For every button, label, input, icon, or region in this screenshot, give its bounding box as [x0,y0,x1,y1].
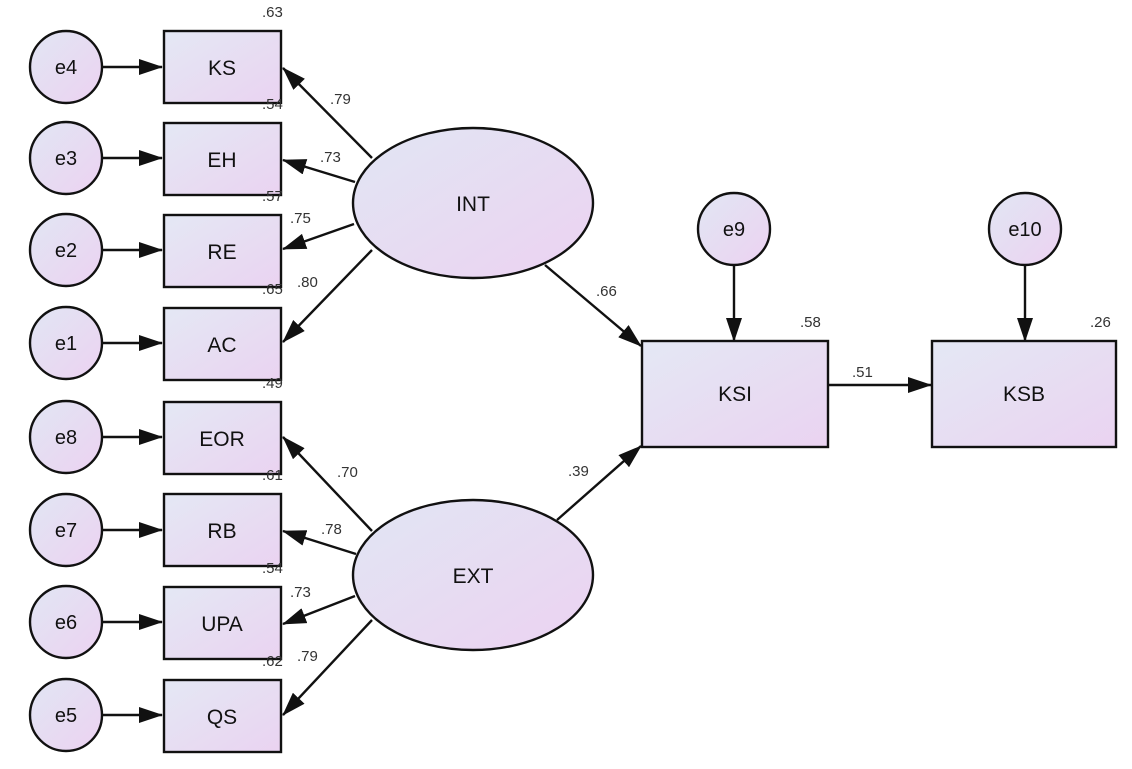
loading-ext-qs: .79 [297,648,318,665]
error-e5: e5 [28,677,104,753]
path-ext-ksi: .39 [568,463,589,480]
indicator-label: RB [207,520,236,543]
error-label: e10 [1008,219,1041,241]
outcome-label: KSI [718,383,752,406]
latent-label: EXT [453,565,494,588]
arrow-ext-upa [282,594,356,626]
loading-int-ks: .79 [330,91,351,108]
error-arrows [102,59,163,723]
error-label: e6 [55,612,77,634]
r2-value: .57 [262,188,283,205]
error-e6: e6 [28,584,104,660]
error-e4: e4 [28,29,104,105]
indicator-qs: QS .62 [162,653,283,754]
r2-value: .49 [262,375,283,392]
error-e7: e7 [28,492,104,568]
indicator-label: AC [207,334,236,357]
structural-arrows [544,264,1033,521]
r2-value: .62 [262,653,283,670]
indicator-label: RE [207,241,236,264]
path-labels: .66 .39 .51 [568,283,873,480]
error-e3: e3 [28,120,104,196]
latent-int: INT [351,126,595,280]
arrow-ext-qs [282,619,373,716]
error-terms: e4 e3 e2 e1 e8 e7 e6 e5 [28,29,1063,753]
indicators: KS .63 EH .54 RE .57 AC .65 EOR .49 RB .… [162,4,283,754]
loading-ext-upa: .73 [290,584,311,601]
path-int-ksi: .66 [596,283,617,300]
error-e10: e10 [987,191,1063,267]
error-label: e4 [55,57,77,79]
loading-int-ac: .80 [297,274,318,291]
error-label: e7 [55,520,77,542]
error-e8: e8 [28,399,104,475]
error-label: e9 [723,219,745,241]
indicator-re: RE .57 [162,188,283,289]
error-e1: e1 [28,305,104,381]
outcome-label: KSB [1003,383,1045,406]
error-label: e8 [55,427,77,449]
outcome-ksi: KSI .58 [640,314,830,449]
indicator-upa: UPA .54 [162,560,283,661]
latent-label: INT [456,193,490,216]
indicator-label: KS [208,57,236,80]
error-e2: e2 [28,212,104,288]
loading-ext-eor: .70 [337,464,358,481]
indicator-label: EOR [199,428,245,451]
arrow-int-re [282,222,355,251]
error-label: e2 [55,240,77,262]
indicator-label: QS [207,706,237,729]
indicator-label: UPA [201,613,243,636]
loading-labels: .79 .73 .75 .80 .70 .78 .73 .79 [290,91,358,665]
error-e9: e9 [696,191,772,267]
r2-value: .58 [800,314,821,331]
indicator-label: EH [207,149,236,172]
r2-value: .54 [262,96,283,113]
loading-int-re: .75 [290,210,311,227]
indicator-eor: EOR .49 [162,375,283,476]
indicator-rb: RB .61 [162,467,283,568]
latent-ext: EXT [351,498,595,652]
r2-value: .61 [262,467,283,484]
arrow-ext-eor [282,436,373,532]
r2-value: .63 [262,4,283,21]
outcome-ksb: KSB .26 [930,314,1118,449]
indicator-ks: KS .63 [162,4,283,105]
loading-arrows [282,67,373,716]
error-label: e1 [55,333,77,355]
arrow-int-ksi [544,264,642,347]
r2-value: .54 [262,560,283,577]
indicator-eh: EH .54 [162,96,283,197]
path-ksi-ksb: .51 [852,364,873,381]
error-label: e5 [55,705,77,727]
arrow-int-ks [282,67,373,159]
indicator-ac: AC .65 [162,281,283,382]
arrow-ext-rb [282,529,357,556]
arrow-ext-ksi [556,445,642,521]
r2-value: .26 [1090,314,1111,331]
loading-ext-rb: .78 [321,521,342,538]
arrow-int-eh [282,158,356,184]
arrow-int-ac [282,249,373,343]
loading-int-eh: .73 [320,149,341,166]
r2-value: .65 [262,281,283,298]
error-label: e3 [55,148,77,170]
